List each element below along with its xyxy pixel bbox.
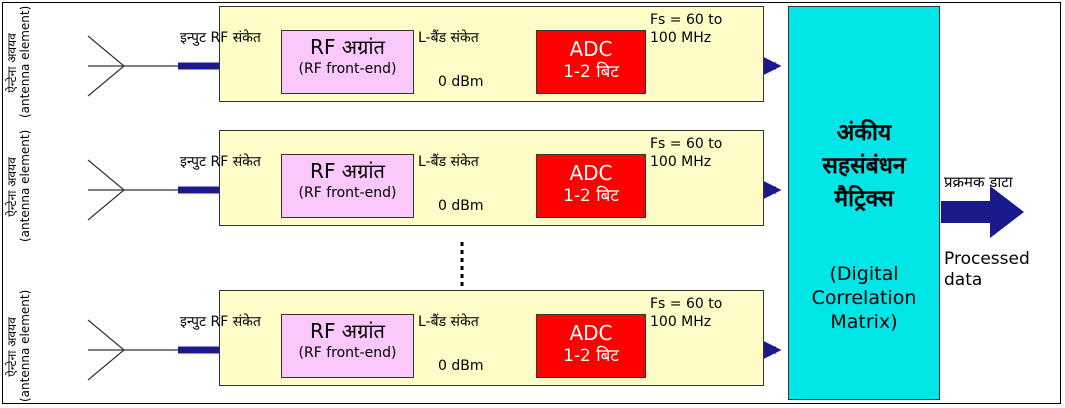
- input-signal-label: इन्पुट RF संकेत: [180, 154, 261, 170]
- output-label-en-1: Processed: [944, 249, 1030, 269]
- antenna-label: ऐन्टेना अवयव(antenna element): [5, 289, 32, 402]
- sample-rate-label: Fs = 60 to: [650, 136, 723, 152]
- correlator-title-hi-1: अंकीय: [836, 120, 892, 146]
- power-level-label: 0 dBm: [438, 74, 484, 90]
- sample-rate-label-2: 100 MHz: [650, 314, 712, 330]
- rf-frontend-title: RF अग्रांत: [310, 35, 385, 59]
- lband-signal-label: L-बैंड संकेत: [418, 314, 479, 330]
- output-arrow: [941, 186, 1024, 238]
- lband-signal-label: L-बैंड संकेत: [418, 154, 479, 170]
- correlator-title-hi-3: मैट्रिक्स: [834, 186, 894, 212]
- correlator-title-en-2: Correlation: [811, 287, 917, 309]
- adc-title: ADC: [569, 37, 613, 61]
- power-level-label: 0 dBm: [438, 198, 484, 214]
- lband-signal-label: L-बैंड संकेत: [418, 30, 479, 46]
- diagram-frame: [2, 2, 1061, 404]
- adc-bits: 1-2 बिट: [563, 62, 619, 82]
- correlator-title-hi: अंकीय सहसंबंधन मैट्रिक्स: [789, 117, 939, 216]
- sample-rate-label: Fs = 60 to: [650, 296, 723, 312]
- antenna-label: ऐन्टेना अवयव(antenna element): [5, 129, 32, 242]
- power-level-label: 0 dBm: [438, 358, 484, 374]
- adc-title: ADC: [569, 161, 613, 185]
- antenna-label: ऐन्टेना अवयव(antenna element): [5, 5, 32, 118]
- sample-rate-label-2: 100 MHz: [650, 154, 712, 170]
- correlator-title-en-3: Matrix): [830, 311, 898, 333]
- rf-frontend-subtitle: (RF front-end): [298, 185, 397, 201]
- antenna-label-en: (antenna element): [18, 289, 32, 402]
- correlator-title-en: (Digital Correlation Matrix): [789, 262, 939, 334]
- rf-frontend-subtitle: (RF front-end): [298, 61, 397, 77]
- antenna-label-en: (antenna element): [18, 5, 32, 118]
- rf-frontend-box: RF अग्रांत (RF front-end): [281, 154, 414, 218]
- adc-bits: 1-2 बिट: [563, 346, 619, 366]
- sample-rate-label-2: 100 MHz: [650, 30, 712, 46]
- rf-frontend-title: RF अग्रांत: [310, 319, 385, 343]
- antenna-icon: [87, 35, 178, 97]
- rf-frontend-box: RF अग्रांत (RF front-end): [281, 314, 414, 378]
- output-label-hi: प्रक्रमक डाटा: [944, 173, 1013, 191]
- antenna-icon: [87, 159, 178, 221]
- output-label-en-2: data: [944, 270, 983, 290]
- rf-frontend-subtitle: (RF front-end): [298, 345, 397, 361]
- correlator-title-en-1: (Digital: [829, 263, 899, 285]
- adc-bits: 1-2 बिट: [563, 186, 619, 206]
- input-signal-label: इन्पुट RF संकेत: [180, 314, 261, 330]
- adc-title: ADC: [569, 321, 613, 345]
- correlation-matrix-box: अंकीय सहसंबंधन मैट्रिक्स (Digital Correl…: [788, 6, 940, 400]
- rf-frontend-title: RF अग्रांत: [310, 159, 385, 183]
- rf-frontend-box: RF अग्रांत (RF front-end): [281, 30, 414, 94]
- input-signal-label: इन्पुट RF संकेत: [180, 30, 261, 46]
- antenna-icon: [87, 319, 178, 381]
- antenna-label-en: (antenna element): [18, 129, 32, 242]
- correlator-title-hi-2: सहसंबंधन: [822, 153, 906, 179]
- sample-rate-label: Fs = 60 to: [650, 12, 723, 28]
